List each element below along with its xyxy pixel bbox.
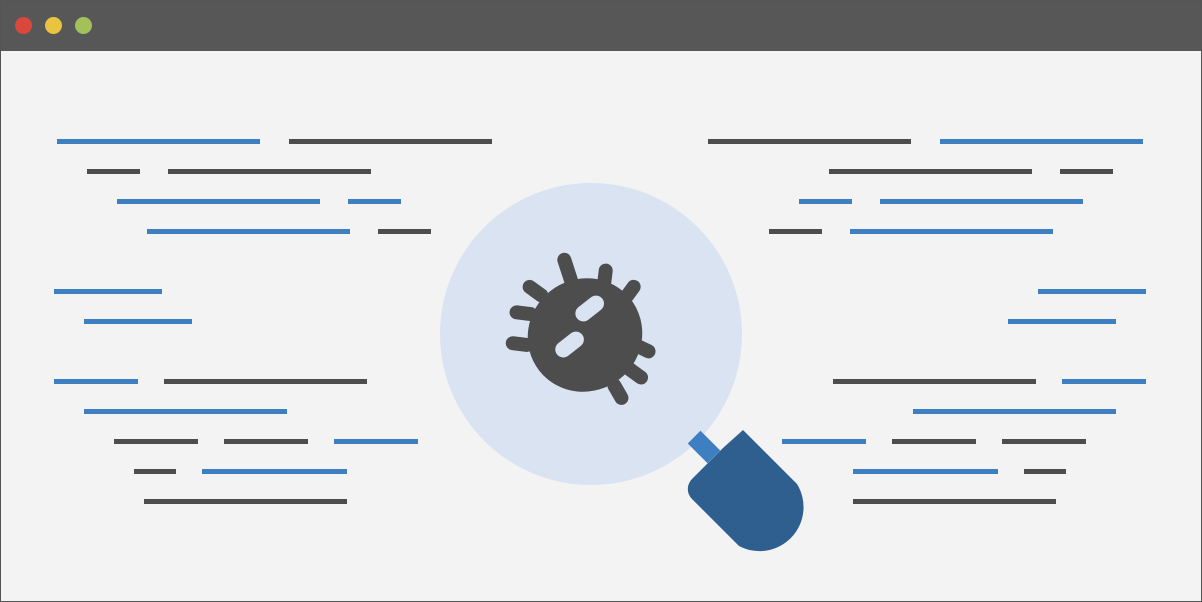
code-line <box>833 379 1036 384</box>
code-line <box>853 499 1056 504</box>
code-line <box>202 469 347 474</box>
code-line <box>708 139 911 144</box>
maximize-window-button[interactable] <box>75 17 92 34</box>
code-line <box>378 229 431 234</box>
code-line <box>144 499 347 504</box>
code-line <box>829 169 1032 174</box>
minimize-window-button[interactable] <box>45 17 62 34</box>
code-line <box>224 439 308 444</box>
code-line <box>348 199 401 204</box>
code-line <box>114 439 198 444</box>
window-titlebar <box>1 1 1201 51</box>
code-line <box>164 379 367 384</box>
code-line <box>853 469 998 474</box>
code-line <box>84 409 287 414</box>
code-line <box>799 199 852 204</box>
code-line <box>334 439 418 444</box>
code-line <box>84 319 192 324</box>
code-line <box>168 169 371 174</box>
code-line <box>940 139 1143 144</box>
code-line <box>1038 289 1146 294</box>
close-window-button[interactable] <box>15 17 32 34</box>
code-line <box>1060 169 1113 174</box>
code-line <box>1062 379 1146 384</box>
code-line <box>134 469 176 474</box>
code-line <box>782 439 866 444</box>
code-line <box>1002 439 1086 444</box>
code-line <box>117 199 320 204</box>
code-area <box>1 51 1201 601</box>
code-line <box>1008 319 1116 324</box>
code-line <box>880 199 1083 204</box>
code-line <box>87 169 140 174</box>
code-line <box>54 289 162 294</box>
code-line <box>57 139 260 144</box>
code-line <box>54 379 138 384</box>
code-line <box>913 409 1116 414</box>
code-line <box>147 229 350 234</box>
code-line <box>769 229 822 234</box>
code-line <box>850 229 1053 234</box>
code-line <box>1024 469 1066 474</box>
code-line <box>289 139 492 144</box>
code-line <box>892 439 976 444</box>
